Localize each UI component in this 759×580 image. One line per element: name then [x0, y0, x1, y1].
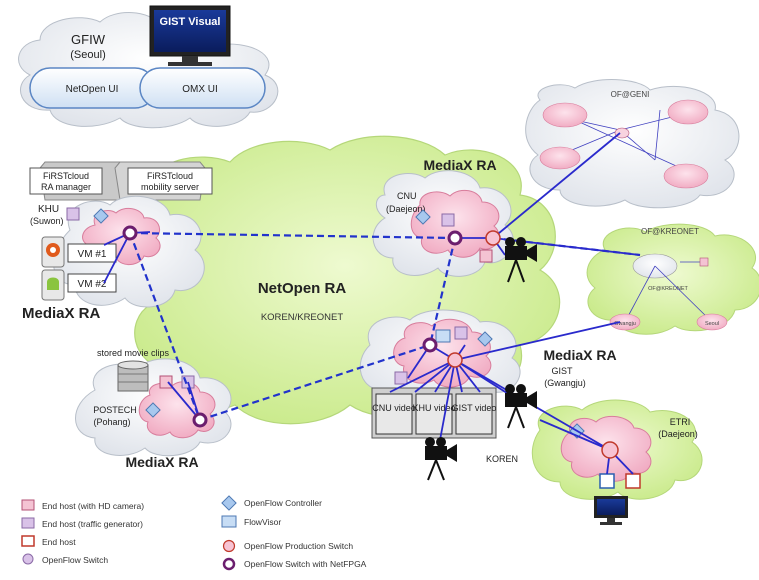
- legend-end-host: End host: [42, 537, 76, 547]
- ofkreonet-title: OF@KREONET: [641, 227, 699, 236]
- firstcloud-ra-manager-2: RA manager: [41, 182, 91, 192]
- netopen-subtitle: KOREN/KREONET: [261, 312, 344, 323]
- gist-visual-monitor: GIST Visual: [149, 5, 231, 66]
- legend-end-host-camera-icon: [21, 499, 35, 511]
- legend-flowvisor-icon: [221, 515, 237, 528]
- gist-video-displays: CNU video KHU video GIST video: [371, 387, 497, 439]
- openflow-controller-icon: [93, 208, 109, 224]
- cnu-traffic-host-icon: [441, 213, 455, 227]
- gist-city: (Gwangju): [544, 378, 586, 388]
- khu-cloud: KHU (Suwon) VM #1 VM #2 MediaX RA: [22, 195, 205, 322]
- legend-openflow-controller: OpenFlow Controller: [244, 498, 322, 508]
- postech-city: (Pohang): [93, 417, 130, 427]
- legend-end-host-camera: End host (with HD camera): [42, 501, 144, 511]
- vm1-label: VM #1: [78, 249, 107, 260]
- firstcloud-mobility-1: FiRSTcloud: [147, 171, 193, 181]
- koren-camera-icon: [425, 437, 457, 481]
- khu-ra-label: MediaX RA: [22, 305, 101, 322]
- gist-controller-icon: [477, 331, 493, 347]
- netopen-title: NetOpen RA: [258, 280, 347, 297]
- netopen-ui-label: NetOpen UI: [66, 84, 119, 95]
- legend-production-switch-icon: [222, 539, 236, 553]
- legend-production-switch: OpenFlow Production Switch: [244, 541, 353, 551]
- firstcloud-mobility-box: [127, 167, 213, 195]
- cnu-name: CNU: [397, 191, 417, 201]
- cnu-video-label: CNU video: [372, 403, 416, 413]
- ofkreonet-inner: OF@KREONET: [648, 286, 688, 292]
- gist-video-panel: [455, 393, 493, 435]
- legend: End host (with HD camera) End host (traf…: [21, 495, 367, 571]
- gfiw-cloud: GFIW (Seoul) NetOpen UI OMX UI: [18, 12, 279, 129]
- gist-camera-icon: [505, 384, 537, 429]
- gist-flowvisor-icon: [435, 329, 451, 343]
- legend-flowvisor: FlowVisor: [244, 517, 281, 527]
- khu-city: (Suwon): [30, 216, 64, 226]
- gfiw-title: GFIW: [71, 32, 106, 47]
- gist-video-label: GIST video: [452, 403, 497, 413]
- omx-ui-box[interactable]: [139, 67, 266, 109]
- etri-name: ETRI: [670, 417, 691, 427]
- vm1-box: [67, 243, 117, 263]
- legend-openflow-switch: OpenFlow Switch: [42, 555, 108, 565]
- khu-video-panel: [415, 393, 453, 435]
- legend-controller-icon: [221, 495, 237, 511]
- ofkreonet-cloud: OF@KREONET OF@KREONET Gwangju Seoul: [586, 223, 759, 335]
- khu-video-label: KHU video: [412, 403, 455, 413]
- cnu-ra-label: MediaX RA: [423, 157, 496, 173]
- ofgeni-title: OF@GENI: [611, 90, 650, 99]
- cnu-video-panel: [375, 393, 413, 435]
- legend-end-host-traffic: End host (traffic generator): [42, 519, 143, 529]
- video-cameras: [425, 237, 537, 481]
- etri-city: (Daejeon): [658, 429, 698, 439]
- postech-ra-label: MediaX RA: [125, 454, 198, 470]
- legend-openflow-switch-icon: [22, 553, 34, 565]
- omx-ui-label: OMX UI: [182, 84, 218, 95]
- ofgeni-cloud: OF@GENI: [525, 79, 740, 209]
- legend-end-host-icon: [21, 535, 35, 547]
- ofkreonet-seoul: Seoul: [705, 321, 719, 327]
- netfpga-switches: [122, 225, 463, 428]
- gist-visual-label: GIST Visual: [160, 16, 221, 28]
- vm2-label: VM #2: [78, 279, 107, 290]
- cnu-camera-host-icon: [479, 249, 493, 263]
- firstcloud-mobility-2: mobility server: [141, 182, 199, 192]
- postech-name: POSTECH: [93, 405, 137, 415]
- cnu-city: (Daejeon): [386, 204, 426, 214]
- koren-label: KOREN: [486, 454, 518, 464]
- legend-end-host-traffic-icon: [21, 517, 35, 529]
- khu-name: KHU: [38, 204, 59, 215]
- production-switches: [447, 230, 619, 459]
- gist-traffic-host-icon: [454, 326, 468, 340]
- firstcloud-ra-manager-box: [29, 167, 103, 195]
- end-host-traffic-icon: [66, 207, 80, 221]
- postech-stored: stored movie clips: [97, 348, 170, 358]
- vm2-box: [67, 273, 117, 293]
- cnu-cloud: MediaX RA CNU (Daejeon): [372, 157, 514, 277]
- gist-name: GIST: [551, 366, 573, 376]
- ofkreonet-gwangju: Gwangju: [614, 321, 636, 327]
- gfiw-subtitle: (Seoul): [70, 49, 105, 61]
- legend-netfpga-switch-icon: [222, 557, 236, 571]
- gist-ra-label: MediaX RA: [543, 347, 616, 363]
- cnu-camera-icon: [505, 237, 537, 283]
- legend-netfpga-switch: OpenFlow Switch with NetFPGA: [244, 559, 367, 569]
- gist-traffic-host-2-icon: [394, 371, 408, 385]
- firstcloud-servers: FiRSTcloud RA manager FiRSTcloud mobilit…: [29, 161, 213, 201]
- cnu-controller-icon: [415, 209, 431, 225]
- firstcloud-ra-manager-1: FiRSTcloud: [43, 171, 89, 181]
